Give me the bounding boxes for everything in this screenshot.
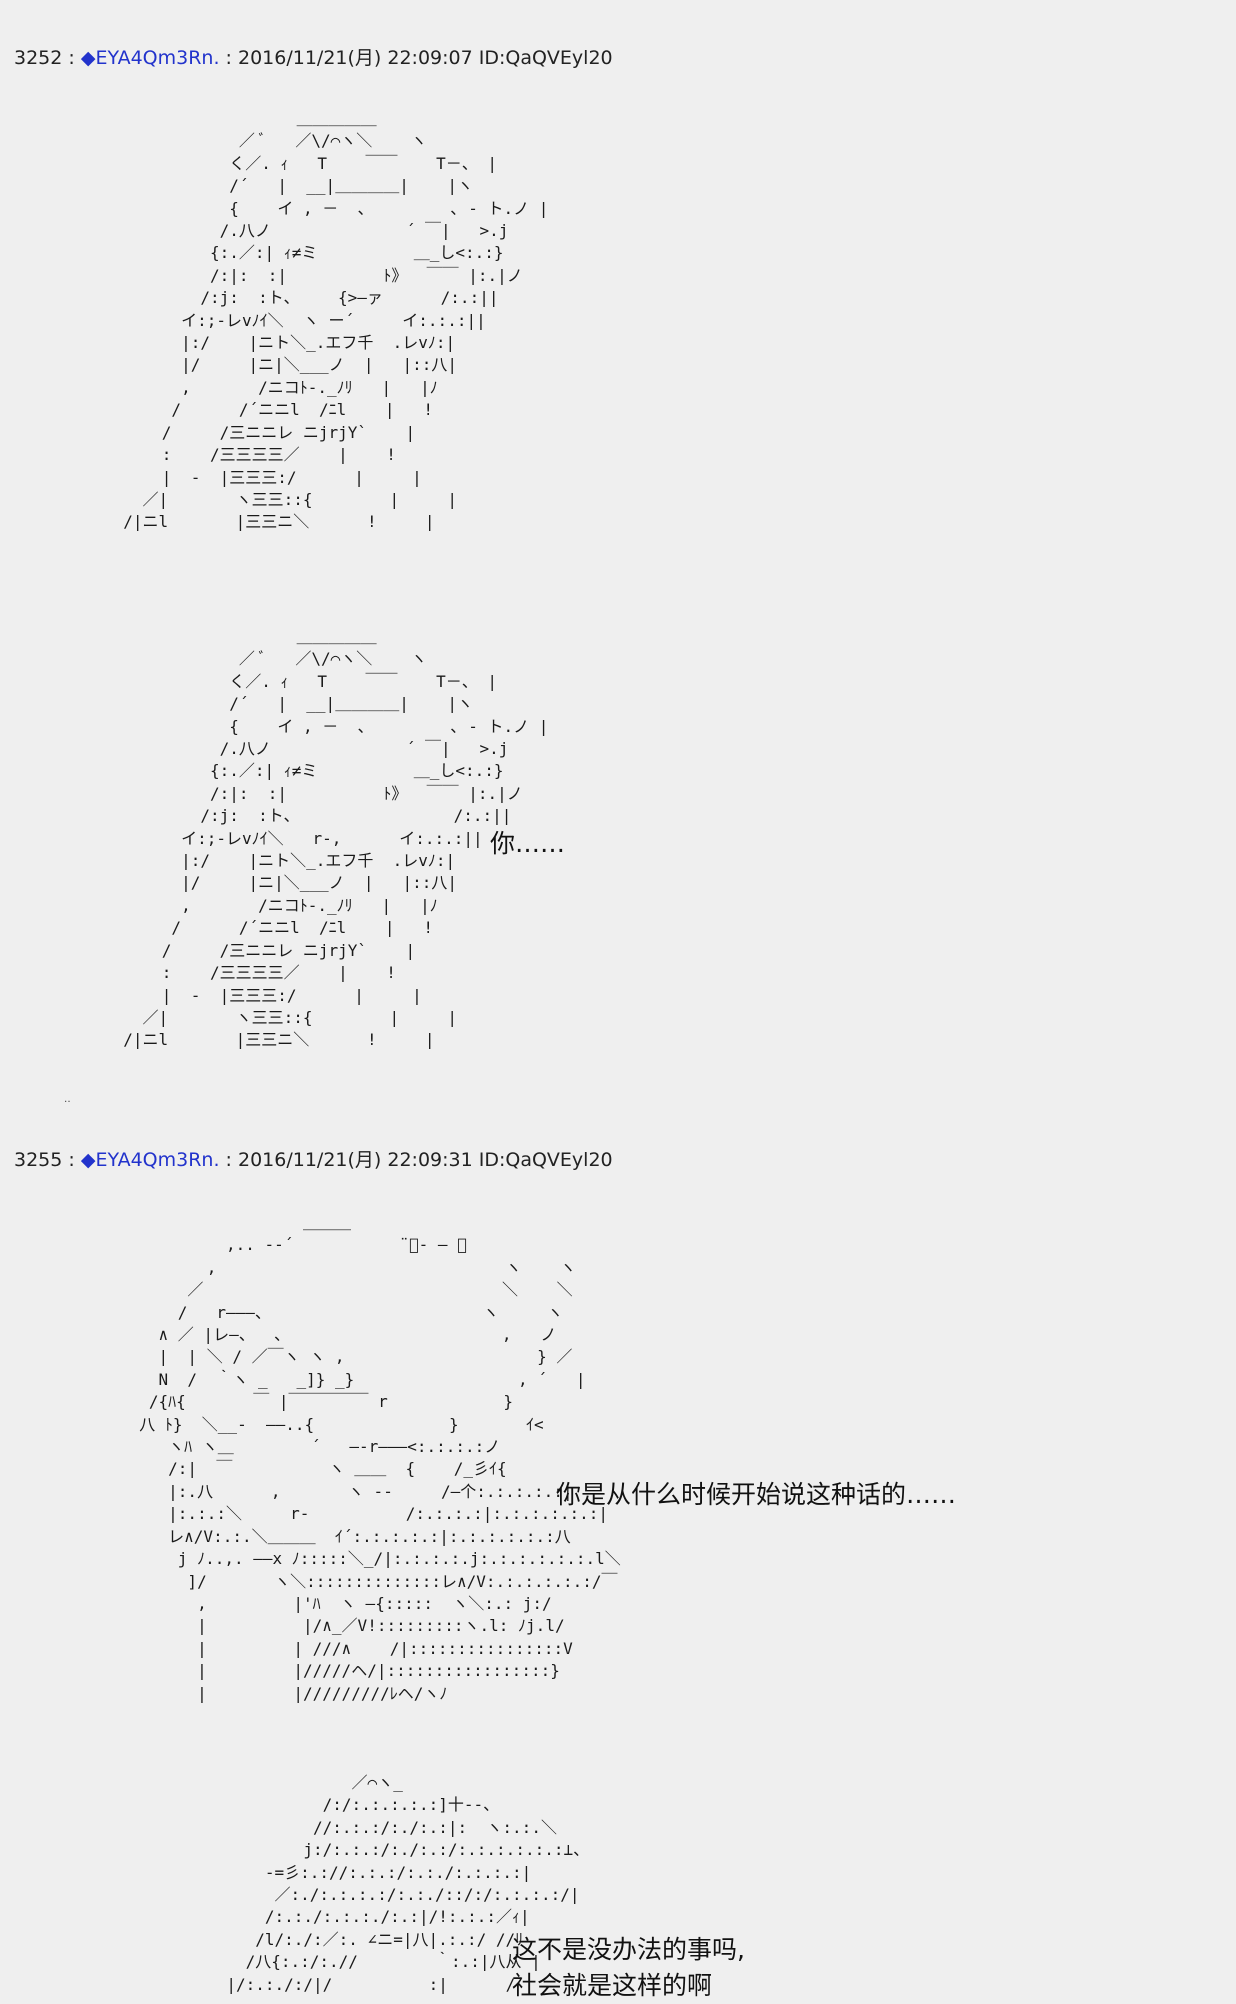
post-meta: : 2016/11/21(月) 22:09:31 ID:QaQVEyl20 bbox=[219, 1149, 613, 1171]
ascii-art-character: ＿＿＿＿＿ ／ ﾞ ／\/⌒ヽ＼ ヽ く／. ｨ T ￣￣ T－、 | /´ |… bbox=[123, 627, 549, 1050]
dialogue-text: 这不是没办法的事吗, 社会就是这样的啊 bbox=[512, 1935, 745, 2000]
dialogue-text: 你是从什么时候开始说这种话的…… bbox=[556, 1480, 957, 1509]
dialogue-text: 你…… bbox=[490, 829, 566, 858]
post-header-3252: 3252 : ◆EYA4Qm3Rn. : 2016/11/21(月) 22:09… bbox=[14, 47, 613, 69]
ascii-art-character: ＿＿＿＿＿ ／ ﾞ ／\/⌒ヽ＼ ヽ く／. ｨ T ￣￣ T－、 | /´ |… bbox=[123, 109, 549, 532]
ascii-art-character: ＿＿＿ ,.. -‐´ ¨ﾞ- ― 、 , ヽ ヽ ／ ＼ ＼ / r―――、 … bbox=[139, 1213, 621, 1703]
poster-name-link[interactable]: ◆EYA4Qm3Rn. bbox=[80, 1149, 220, 1171]
post-meta: : 2016/11/21(月) 22:09:07 ID:QaQVEyl20 bbox=[219, 47, 613, 69]
post-number: 3252 bbox=[14, 47, 63, 69]
poster-name-link[interactable]: ◆EYA4Qm3Rn. bbox=[80, 47, 220, 69]
post-header-3255: 3255 : ◆EYA4Qm3Rn. : 2016/11/21(月) 22:09… bbox=[14, 1149, 613, 1171]
post-number: 3255 bbox=[14, 1149, 63, 1171]
stray-mark: ‥ bbox=[64, 1094, 71, 1105]
ascii-art-character: ／⌒ヽ_ /:/:.:.:.:.:]十‐‐、 //:.:.:/:./:.:|: … bbox=[226, 1773, 590, 1994]
